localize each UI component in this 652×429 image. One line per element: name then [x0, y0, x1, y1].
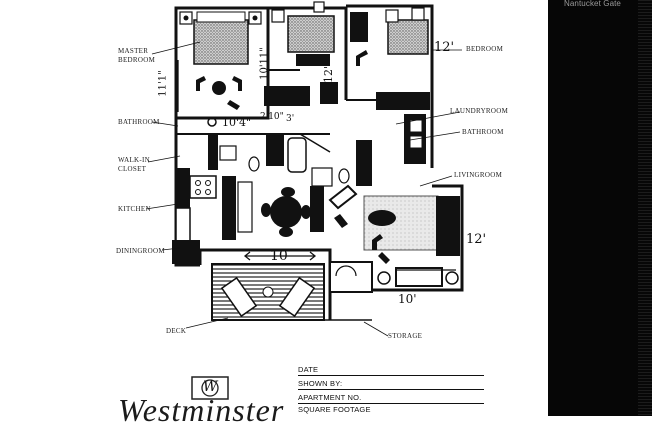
dim-bedroom-two: 12'	[322, 65, 336, 84]
dim-master-width: 10'4"	[222, 116, 252, 129]
label-kitchen: Kitchen	[118, 205, 151, 213]
form-square-footage-label: Square Footage	[298, 405, 371, 414]
form-square-footage-field: Square Footage	[298, 404, 484, 415]
logo-wordmark: Westminster	[118, 392, 285, 428]
floor-plan-drawing	[145, 1, 464, 400]
dim-small: 3'	[286, 114, 295, 124]
dark-sidebar	[548, 0, 652, 416]
logo-monogram	[191, 376, 229, 400]
dimension-arrows	[177, 60, 456, 271]
form-shown-by-label: Shown By:	[298, 379, 343, 388]
label-bathroom-right: Bathroom	[462, 128, 504, 136]
form-apartment-label: Apartment No.	[298, 393, 362, 402]
dim-hall: 2'10"	[260, 112, 284, 122]
label-laundryroom: Laundryroom	[450, 107, 509, 115]
label-bedroom: Bedroom	[466, 45, 504, 53]
label-storage: Storage	[388, 332, 423, 340]
dim-living-right: 12'	[466, 232, 487, 247]
floor-plan-sheet: Nantucket Gate	[116, 0, 652, 428]
deck-area	[211, 261, 373, 321]
form-shown-by-field: Shown By:	[298, 378, 484, 390]
label-deck: Deck	[166, 327, 187, 335]
label-walk-in-closet: Walk-in Closet	[118, 156, 151, 173]
sidebar-title: Nantucket Gate	[564, 0, 621, 8]
kitchen-area	[172, 168, 253, 264]
bedroom-two	[268, 1, 338, 104]
form-date-field: Date	[298, 364, 484, 376]
master-bedroom-furniture	[179, 11, 310, 127]
label-master-bedroom: Master Bedroom	[118, 47, 156, 64]
label-livingroom: Livingroom	[454, 171, 503, 179]
dim-master-left: 11'1"	[157, 70, 169, 97]
form-date-label: Date	[298, 365, 319, 374]
logo-monogram-letter: W	[203, 379, 218, 395]
form-apartment-field: Apartment No.	[298, 392, 484, 404]
bedroom-right	[346, 7, 430, 110]
label-diningroom: Diningroom	[116, 247, 165, 255]
scan-speckle	[638, 0, 652, 416]
leader-lines	[145, 41, 462, 337]
dim-bedroom-right: 12'	[434, 40, 455, 55]
label-bathroom-left: Bathroom	[118, 118, 160, 126]
living-furniture	[310, 184, 460, 287]
bathrooms-laundry	[176, 114, 426, 187]
dim-living-bottom: 10'	[398, 292, 417, 306]
dim-dining: 10	[270, 248, 288, 264]
dining-table	[261, 187, 311, 237]
dim-master-right: 10'11"	[258, 47, 270, 80]
